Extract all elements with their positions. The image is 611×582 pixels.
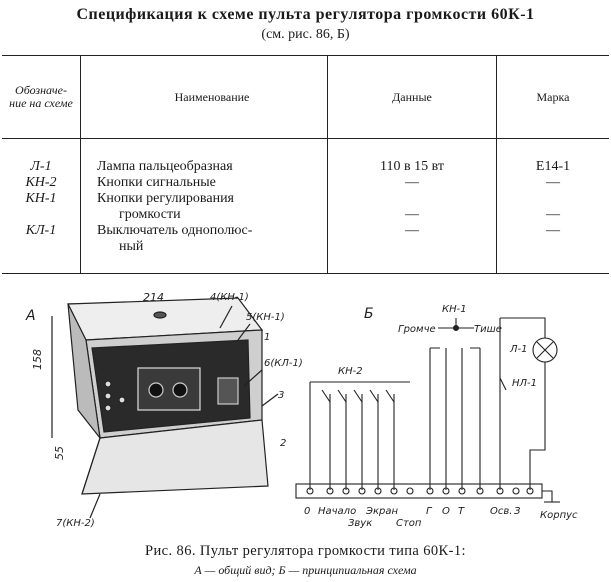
figure-subcaption: А — общий вид; Б — принципиальная схема	[194, 563, 417, 577]
terminal-0: 0	[304, 506, 310, 517]
terminal-screen: Экран	[365, 506, 398, 517]
callout-7: 7(КН-2)	[56, 518, 95, 529]
device-drawing: А 214 158 55 4(КН-1) 5(КН-1) 1 6(КЛ-1) 3…	[25, 291, 303, 529]
callout-4: 4(КН-1)	[210, 292, 249, 303]
ground-label: Корпус	[540, 510, 578, 521]
kn2-label: КН-2	[338, 366, 363, 377]
figure-caption: Рис. 86. Пульт регулятора громкости типа…	[145, 543, 466, 559]
terminal-sound: Звук	[348, 518, 372, 529]
dim-depth-label: 55	[53, 446, 66, 460]
table-header-row: Обозначе-ние на схеме Наименование Данны…	[2, 55, 609, 139]
page-title: Спецификация к схеме пульта регулятора г…	[76, 6, 535, 23]
panel-a-letter: А	[25, 308, 36, 324]
col-designation: Обозначе-ние на схеме	[2, 55, 81, 139]
switch-label: НЛ-1	[512, 378, 537, 389]
cell-name: Лампа пальцеобразная Кнопки сигнальные К…	[80, 138, 328, 274]
callout-3: 3	[278, 390, 284, 401]
lamp-label: Л-1	[509, 344, 528, 355]
cell-designation: Л-1 КН-2 КН-1 КЛ-1	[2, 138, 81, 274]
terminal-t: Т	[458, 506, 465, 517]
terminal-o: О	[442, 506, 450, 517]
dim-height-label: 158	[31, 349, 44, 370]
callout-5: 5(КН-1)	[246, 312, 285, 323]
quieter-label: Тише	[474, 324, 502, 335]
panel-b-letter: Б	[364, 306, 374, 322]
figure-86: А 214 158 55 4(КН-1) 5(КН-1) 1 6(КЛ-1) 3…	[25, 291, 578, 529]
terminal-start: Начало	[318, 506, 356, 517]
terminal-light: Осв.	[490, 506, 512, 517]
specification-table: Обозначе-ние на схеме Наименование Данны…	[2, 55, 609, 274]
terminal-g: Г	[426, 506, 433, 517]
kn1-label: КН-1	[442, 304, 467, 315]
col-name: Наименование	[80, 55, 328, 139]
terminal-stop: Стоп	[396, 518, 422, 529]
page-subtitle: (см. рис. 86, Б)	[261, 27, 350, 42]
callout-6: 6(КЛ-1)	[264, 358, 303, 369]
callout-2: 2	[280, 438, 286, 449]
schematic-diagram: Б КН-1 Громче Тише Л-1 НЛ-1 КН-2	[295, 304, 578, 529]
louder-label: Громче	[398, 324, 436, 335]
cell-mark: Е14-1 — — —	[496, 138, 609, 274]
table-row: Л-1 КН-2 КН-1 КЛ-1 Лампа пальцеобразная …	[2, 138, 609, 274]
cell-data: 110 в 15 вт — — —	[327, 138, 497, 274]
col-mark: Марка	[496, 55, 609, 139]
col-data: Данные	[327, 55, 497, 139]
terminal-z: З	[514, 506, 521, 517]
callout-1: 1	[264, 332, 270, 343]
